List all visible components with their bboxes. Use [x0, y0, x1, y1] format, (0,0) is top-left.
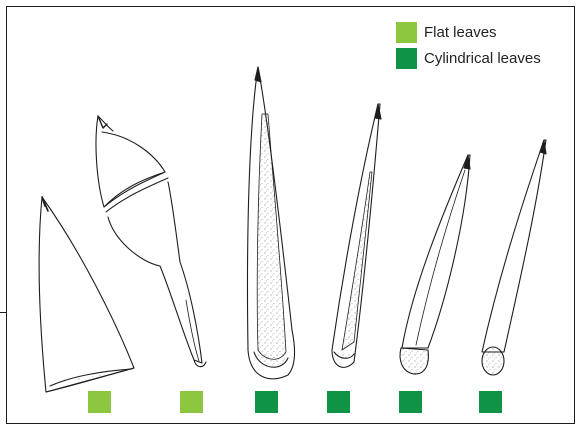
legend-label-flat: Flat leaves [424, 24, 497, 41]
leaf-marker-6 [479, 391, 502, 413]
leaf-marker-5 [399, 391, 422, 413]
leaf-marker-4 [327, 391, 350, 413]
leaf-marker-3 [255, 391, 278, 413]
leaf-3-cylindrical [247, 67, 294, 379]
legend-label-cylindrical: Cylindrical leaves [424, 50, 541, 67]
legend-swatch-cylindrical [396, 48, 417, 69]
leaf-4-cylindrical [332, 104, 381, 367]
leaf-1-flat [39, 197, 134, 392]
leaf-6-cylindrical [482, 140, 546, 375]
leaf-5-cylindrical [400, 155, 470, 374]
legend-item-flat: Flat leaves [396, 21, 541, 43]
legend: Flat leaves Cylindrical leaves [396, 21, 541, 73]
leaf-2-flat [96, 116, 206, 367]
legend-swatch-flat [396, 22, 417, 43]
leaf-marker-2 [180, 391, 203, 413]
leaf-marker-1 [88, 391, 111, 413]
legend-item-cylindrical: Cylindrical leaves [396, 47, 541, 69]
